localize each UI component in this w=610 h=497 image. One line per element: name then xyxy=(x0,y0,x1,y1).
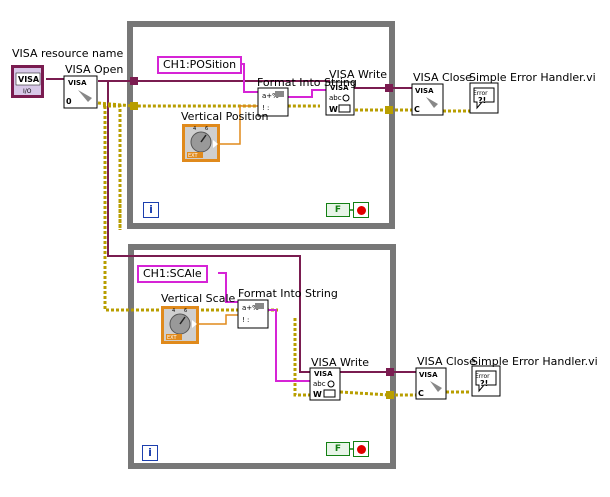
top-visa-open-label: VISA Open xyxy=(65,63,124,76)
bottom-format-into-string-icon[interactable]: a+% ! : xyxy=(237,299,269,329)
svg-text:! :: ! : xyxy=(262,104,269,112)
top-while-loop[interactable] xyxy=(127,21,395,229)
bottom-visa-write-icon[interactable]: VISA abc W xyxy=(309,367,341,401)
top-visa-close-icon[interactable]: VISA C xyxy=(411,83,444,116)
top-visa-write-label: VISA Write xyxy=(329,68,388,81)
svg-text:0: 0 xyxy=(66,97,72,106)
svg-text:4: 4 xyxy=(193,126,196,132)
bottom-stop-terminal[interactable]: F xyxy=(326,441,369,457)
svg-text:a+%: a+% xyxy=(262,92,279,100)
bottom-iteration-terminal: i xyxy=(142,445,158,461)
vertical-position-label: Vertical Position xyxy=(181,110,269,123)
svg-text:Error: Error xyxy=(473,90,488,97)
svg-text:4: 4 xyxy=(172,308,175,314)
svg-text:EXT: EXT xyxy=(167,335,177,341)
io-text: I/O xyxy=(23,88,32,95)
bottom-error-handler-label: Simple Error Handler.vi xyxy=(471,355,598,368)
svg-text:6: 6 xyxy=(205,126,208,132)
visa-resource-control[interactable]: VISA I/O xyxy=(11,65,44,98)
bottom-while-loop[interactable] xyxy=(128,244,396,469)
top-false-constant[interactable]: F xyxy=(326,203,350,217)
svg-text:C: C xyxy=(418,389,424,398)
svg-text:VISA: VISA xyxy=(419,371,438,379)
bottom-stop-icon[interactable] xyxy=(353,441,369,457)
svg-text:abc: abc xyxy=(313,380,326,388)
svg-text:VISA: VISA xyxy=(68,79,87,87)
svg-text:! :: ! : xyxy=(242,316,249,324)
svg-text:VISA: VISA xyxy=(314,370,333,378)
svg-text:6: 6 xyxy=(184,308,187,314)
visa-resource-label: VISA resource name xyxy=(12,47,124,60)
top-stop-icon[interactable] xyxy=(353,202,369,218)
vertical-scale-knob-icon[interactable]: 4 6 EXT xyxy=(161,306,199,344)
svg-text:abc: abc xyxy=(329,94,342,102)
error-wire-between-loops[interactable] xyxy=(103,106,278,312)
bottom-error-handler-icon[interactable]: Error ?! xyxy=(471,365,501,397)
top-iteration-terminal: i xyxy=(143,202,159,218)
svg-text:a+%: a+% xyxy=(242,304,259,312)
bottom-visa-write-label: VISA Write xyxy=(311,356,370,369)
numeric-wire[interactable] xyxy=(196,105,258,325)
svg-text:VISA: VISA xyxy=(330,84,349,92)
svg-text:EXT: EXT xyxy=(188,153,198,159)
top-error-handler-icon[interactable]: Error ?! xyxy=(469,82,499,114)
svg-text:?!: ?! xyxy=(480,379,488,388)
svg-text:VISA: VISA xyxy=(415,87,434,95)
visa-open-icon[interactable]: VISA 0 xyxy=(63,75,98,109)
top-command-string-constant[interactable]: CH1:POSition xyxy=(157,56,243,74)
vertical-position-knob-icon[interactable]: 4 6 EXT xyxy=(182,124,220,162)
visa-text-1: VISA xyxy=(18,75,40,84)
top-error-handler-label: Simple Error Handler.vi xyxy=(469,71,596,84)
bottom-command-string-constant[interactable]: CH1:SCAle xyxy=(137,265,208,283)
svg-text:W: W xyxy=(329,105,338,114)
vertical-scale-label: Vertical Scale xyxy=(161,292,236,305)
top-visa-close-label: VISA Close xyxy=(413,71,472,84)
top-stop-terminal[interactable]: F xyxy=(326,202,369,218)
top-format-into-string-icon[interactable]: a+% ! : xyxy=(257,87,289,117)
bottom-false-constant[interactable]: F xyxy=(326,442,350,456)
svg-text:C: C xyxy=(414,105,420,114)
svg-text:W: W xyxy=(313,390,322,399)
bottom-visa-close-icon[interactable]: VISA C xyxy=(415,367,447,400)
svg-text:?!: ?! xyxy=(478,96,486,105)
bottom-visa-close-label: VISA Close xyxy=(417,355,476,368)
svg-text:Error: Error xyxy=(475,373,490,380)
top-visa-write-icon[interactable]: VISA abc W xyxy=(325,81,355,116)
bottom-format-label: Format Into String xyxy=(238,287,338,300)
loop-tunnels xyxy=(130,77,394,399)
visa-reference-wire[interactable] xyxy=(46,78,416,373)
top-format-label: Format Into String xyxy=(257,76,357,89)
